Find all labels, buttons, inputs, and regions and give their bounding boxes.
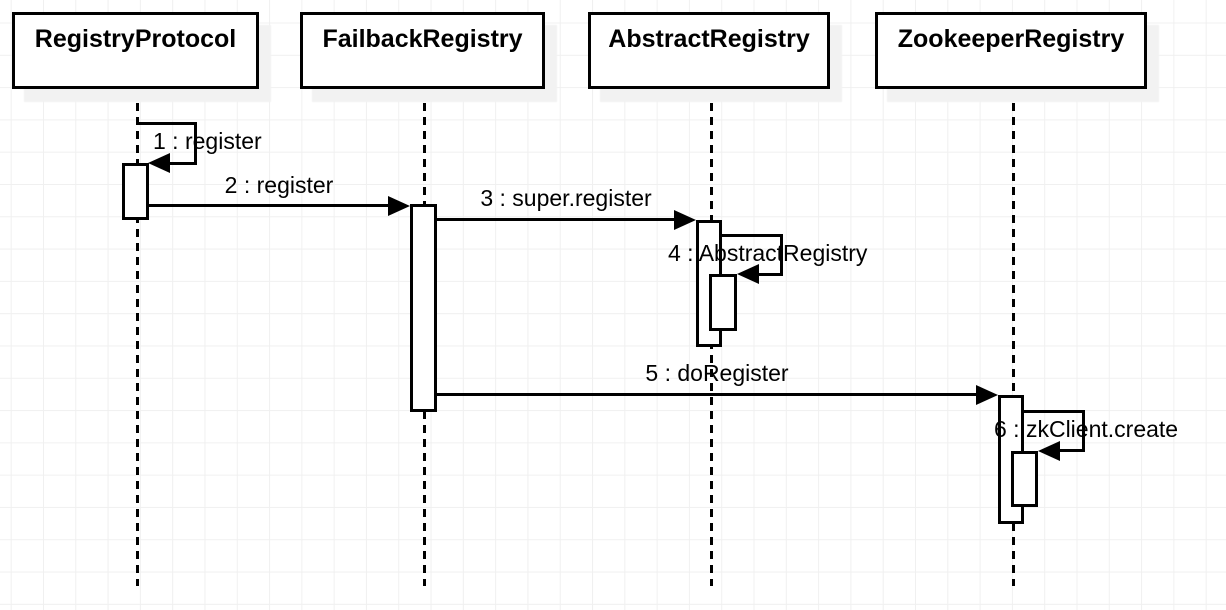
- message-label-2: 2 : register: [224, 172, 334, 198]
- message-2-arrowhead-icon: [388, 196, 410, 216]
- participant-label: FailbackRegistry: [322, 25, 523, 53]
- message-label-3: 3 : super.register: [480, 185, 652, 211]
- message-label-5: 5 : doRegister: [645, 360, 789, 386]
- self-message-4-right-line: [780, 234, 783, 276]
- activation-failbackregistry: [410, 204, 437, 412]
- self-message-4-top-line: [722, 234, 783, 237]
- message-3-line: [437, 218, 676, 221]
- message-label-6: 6 : zkClient.create: [994, 416, 1179, 442]
- self-message-6-top-line: [1024, 410, 1085, 413]
- participant-label: ZookeeperRegistry: [897, 25, 1125, 53]
- nested-activation-zookeeperregistry: [1011, 451, 1038, 507]
- lifeline-zookeeperregistry: [1011, 89, 1015, 586]
- participant-label: RegistryProtocol: [34, 25, 237, 53]
- participant-label: AbstractRegistry: [608, 25, 810, 53]
- participant-box-abstractregistry: AbstractRegistry: [588, 12, 830, 89]
- message-label-1: 1 : register: [153, 128, 262, 154]
- nested-activation-abstractregistry: [709, 274, 737, 331]
- participant-box-failbackregistry: FailbackRegistry: [300, 12, 545, 89]
- message-label-4: 4 : AbstractRegistry: [668, 240, 868, 266]
- self-message-6-arrowhead-icon: [1038, 441, 1060, 461]
- activation-registryprotocol: [122, 163, 149, 220]
- message-2-line: [148, 204, 392, 207]
- message-3-arrowhead-icon: [674, 210, 696, 230]
- self-message-1-top-line: [137, 122, 197, 125]
- self-message-1-right-line: [194, 122, 197, 165]
- participant-box-registryprotocol: RegistryProtocol: [12, 12, 259, 89]
- self-message-6-right-line: [1082, 410, 1085, 452]
- message-5-arrowhead-icon: [976, 385, 998, 405]
- self-message-4-arrowhead-icon: [737, 264, 759, 284]
- self-message-1-arrowhead-icon: [148, 153, 170, 173]
- participant-box-zookeeperregistry: ZookeeperRegistry: [875, 12, 1147, 89]
- message-5-line: [437, 393, 978, 396]
- lifeline-registryprotocol: [135, 89, 139, 586]
- self-message-6-bottom-line: [1060, 449, 1085, 452]
- self-message-1-bottom-line: [166, 162, 197, 165]
- self-message-4-bottom-line: [759, 273, 783, 276]
